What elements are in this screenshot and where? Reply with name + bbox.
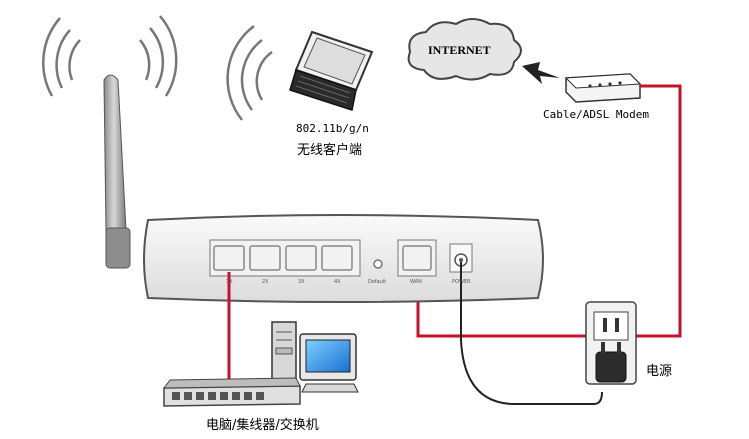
router-antenna	[103, 74, 131, 269]
modem-label: Cable/ADSL Modem	[543, 108, 649, 121]
switch-label: 电脑/集线器/交换机	[206, 418, 319, 433]
port-label-power: POWER	[452, 279, 471, 285]
internet-label: INTERNET	[428, 43, 491, 57]
internet-cloud	[407, 18, 522, 81]
port-label-3: 3X	[298, 279, 305, 285]
wireless-client-standard: 802.11b/g/n	[296, 122, 369, 135]
port-label-default: Default	[368, 279, 387, 285]
port-label-4: 4X	[334, 279, 341, 285]
laptop-icon	[289, 30, 374, 111]
modem-device	[564, 73, 642, 103]
power-label: 电源	[646, 364, 673, 379]
power-outlet	[585, 301, 637, 385]
port-label-wan: WAN	[410, 279, 422, 285]
power-cable	[460, 262, 603, 405]
desktop-computer	[271, 321, 359, 393]
lightning-icon	[522, 62, 560, 84]
wireless-client-label: 无线客户端	[297, 143, 363, 158]
port-label-2: 2X	[262, 279, 269, 285]
laptop-wifi-waves	[226, 25, 273, 121]
modem-to-wan-cable	[416, 84, 682, 338]
antenna-wifi-waves	[42, 15, 178, 97]
port-label-1: 1X	[226, 279, 233, 285]
network-switch	[162, 377, 301, 407]
router-body	[143, 214, 544, 303]
